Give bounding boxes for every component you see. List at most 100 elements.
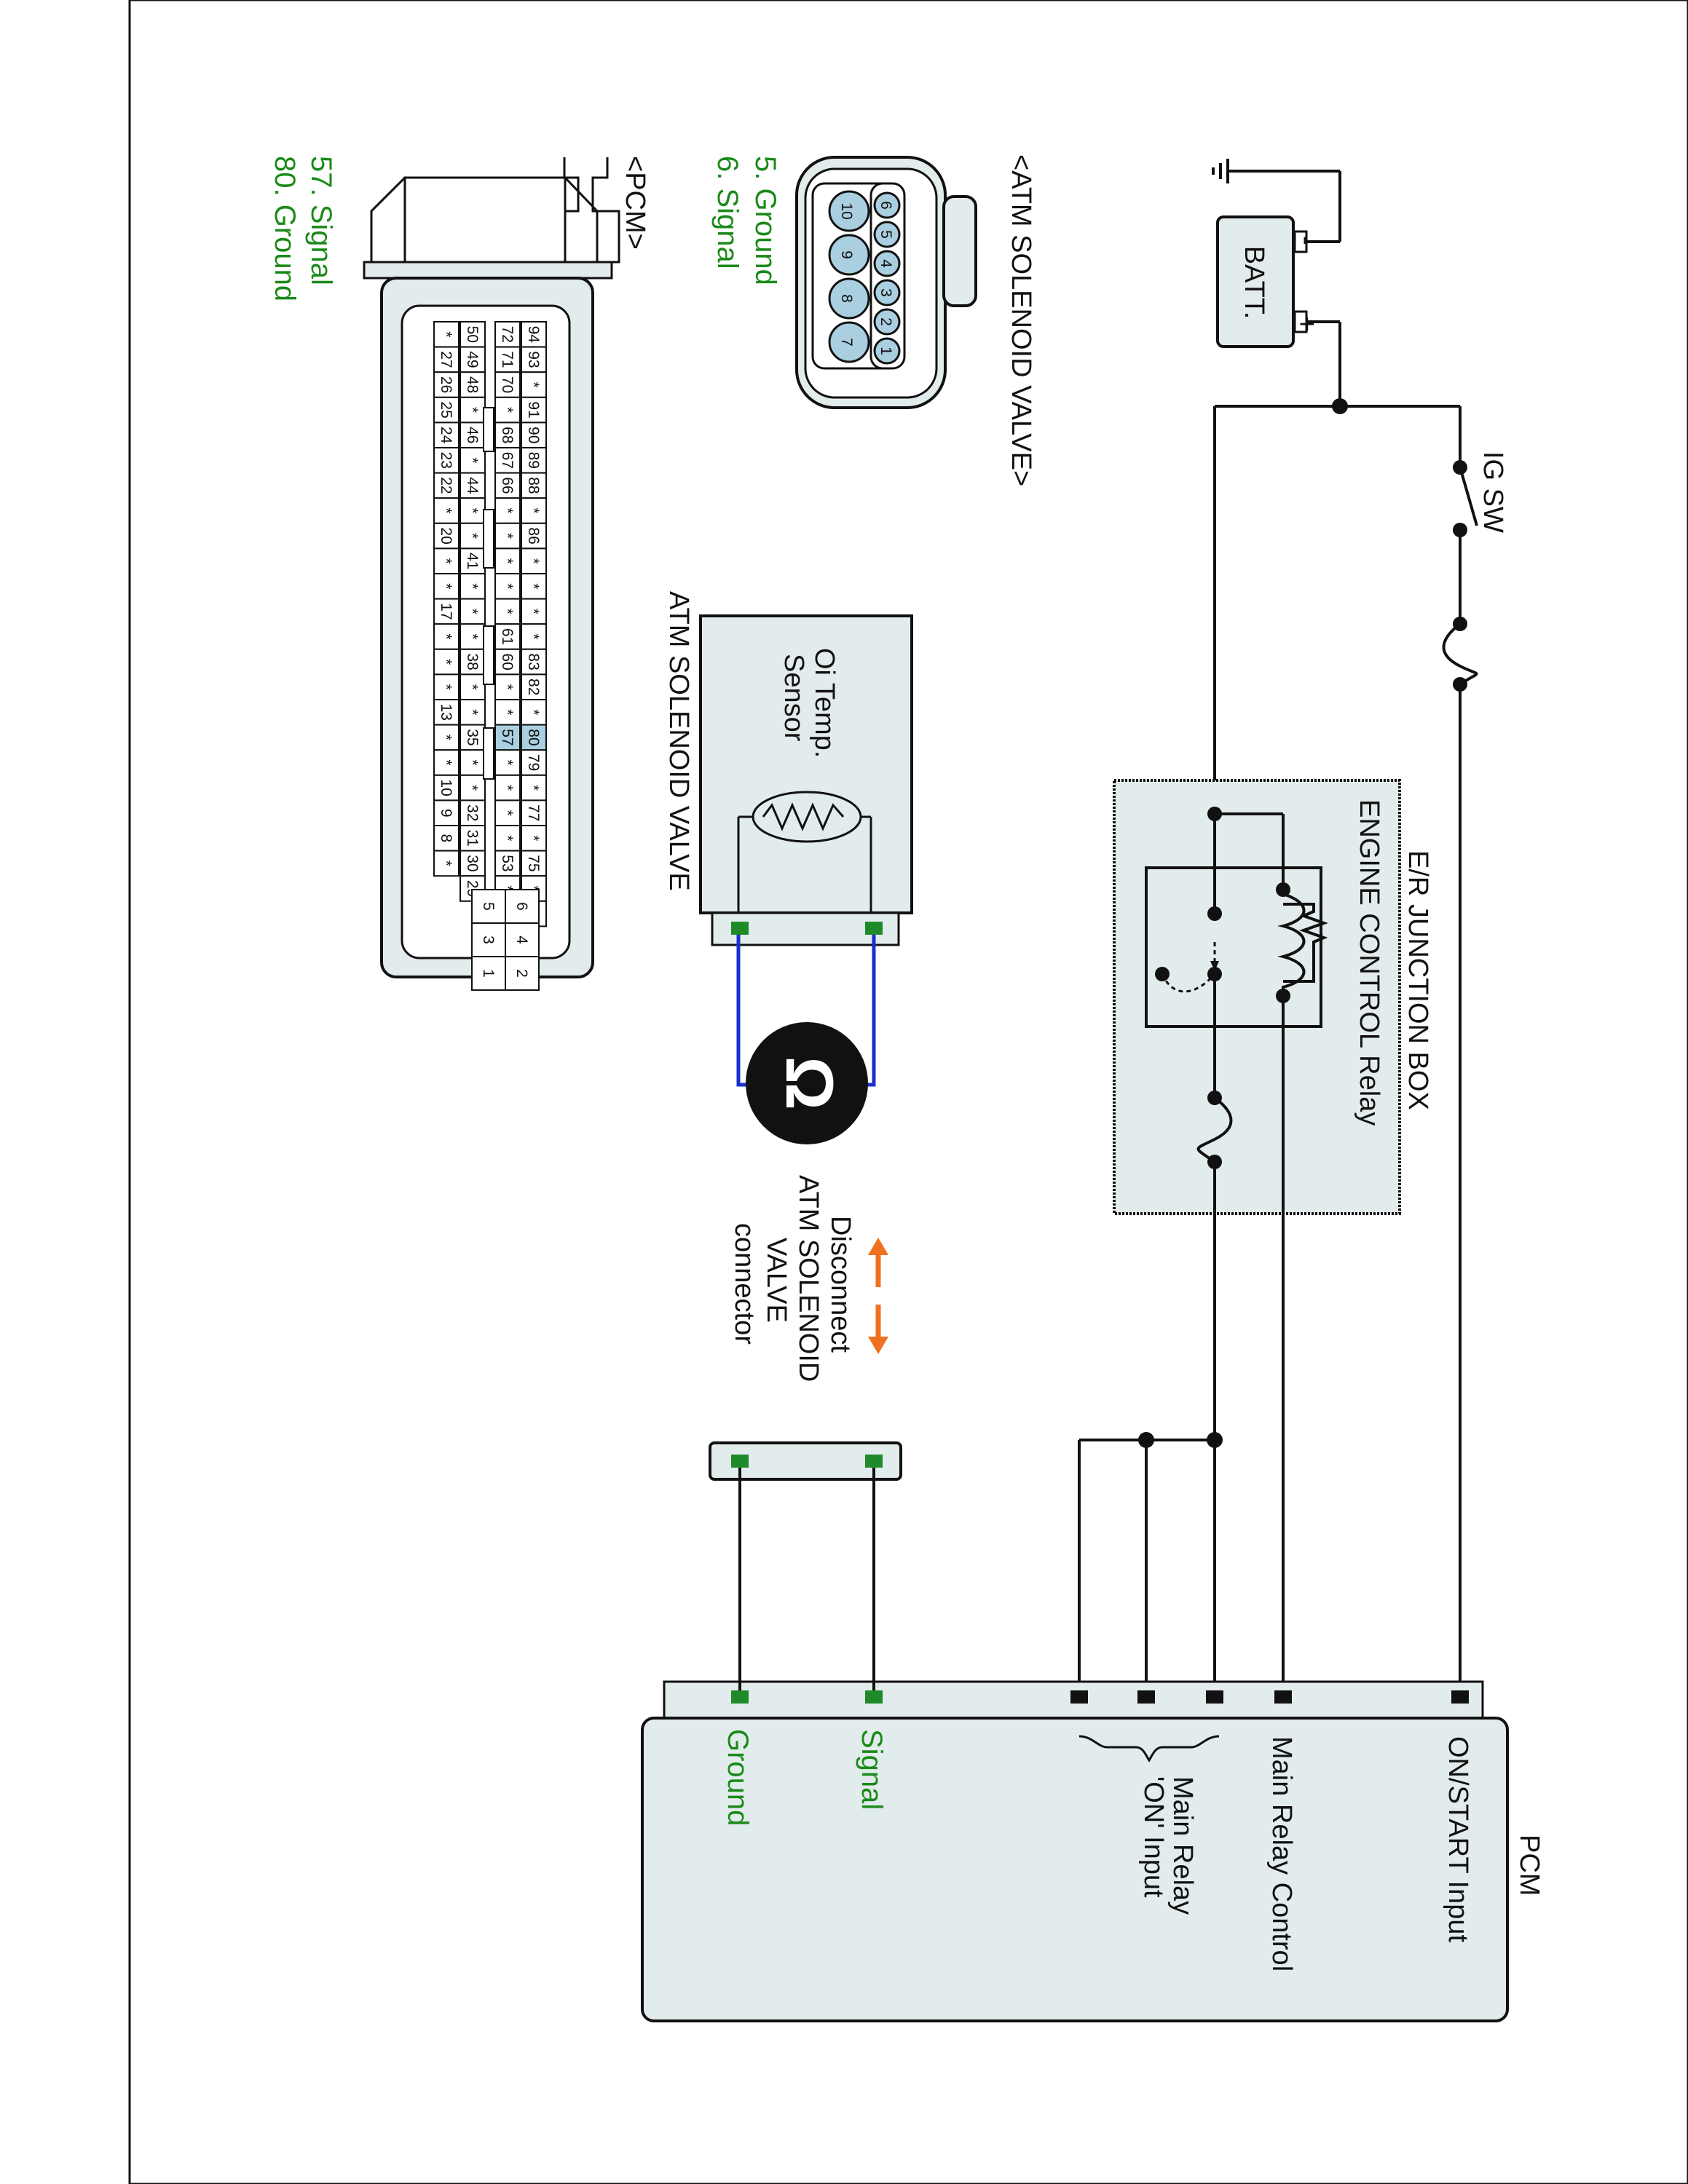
relay-title: ENGINE CONTROL Relay bbox=[1354, 799, 1384, 1125]
pin-label-on-start: ON/START Input bbox=[1443, 1736, 1473, 1942]
pcm-pin: * bbox=[464, 633, 481, 639]
svg-text:9: 9 bbox=[838, 250, 855, 259]
pcm-body bbox=[641, 1717, 1509, 2022]
pin-label-main-relay-on-1: Main Relay bbox=[1167, 1776, 1198, 1915]
pcm-pin: * bbox=[499, 885, 516, 891]
atm-bottom-row: 10 9 8 7 bbox=[828, 190, 870, 363]
pcm-block: PCM ON/START Input Main Relay Control Ma… bbox=[641, 1680, 1545, 2022]
pcm-small-pin: 6 bbox=[513, 902, 530, 911]
pcm-pin: 35 bbox=[464, 729, 481, 745]
pcm-pin: 66 bbox=[499, 477, 516, 494]
pcm-pin: 82 bbox=[525, 678, 542, 695]
pcm-small-pin: 3 bbox=[480, 935, 497, 944]
pcm-pin: 71 bbox=[499, 351, 516, 368]
diagram-body: BATT. - + IG SW bbox=[269, 154, 1545, 2022]
pcm-pin: 10 bbox=[438, 779, 454, 796]
pcm-pin: * bbox=[464, 759, 481, 765]
junction-box: E/R JUNCTION BOX ENGINE CONTROL Relay bbox=[1113, 779, 1433, 1698]
svg-text:5: 5 bbox=[877, 230, 894, 239]
pcm-pin: 49 bbox=[464, 351, 481, 368]
pcm-pin: * bbox=[438, 331, 454, 337]
disconnect-note: Disconnect ATM SOLENOID VALVE connector bbox=[729, 1175, 888, 1382]
pcm-pin: * bbox=[525, 558, 542, 564]
pcm-pin: 90 bbox=[525, 427, 542, 443]
ig-switch-label: IG SW bbox=[1478, 451, 1508, 533]
pcm-pin: 30 bbox=[464, 855, 481, 871]
atm-connector-latch bbox=[942, 195, 977, 307]
pcm-pin: * bbox=[499, 759, 516, 765]
pcm-pin: 24 bbox=[438, 427, 454, 444]
oil-temp-sensor: Oi Temp. Sensor ATM SOLENOID VALVE bbox=[663, 591, 913, 946]
note-line-3: VALVE bbox=[761, 1238, 792, 1323]
ohm-symbol: Ω bbox=[772, 1056, 846, 1110]
sensor-label-1: Oi Temp. bbox=[809, 648, 840, 758]
pcm-pin: 86 bbox=[525, 527, 542, 544]
meter-lead-signal bbox=[867, 935, 876, 1087]
pcm-pin: * bbox=[499, 609, 516, 614]
pcm-pin: 46 bbox=[464, 427, 481, 443]
pcm-pin: * bbox=[499, 533, 516, 539]
pcm-pin: * bbox=[499, 407, 516, 413]
pcm-pin: * bbox=[499, 709, 516, 715]
brace bbox=[1078, 1735, 1220, 1762]
atm-connector-title: <ATM SOLENOID VALVE> bbox=[1006, 154, 1036, 486]
pcm-pin: * bbox=[525, 381, 542, 387]
pcm-pin: * bbox=[464, 533, 481, 539]
pcm-connector-title: <PCM> bbox=[620, 156, 650, 250]
pcm-pin: * bbox=[438, 759, 454, 765]
pcm-pin: 57 bbox=[499, 729, 516, 745]
pcm-pin: 38 bbox=[464, 653, 481, 670]
pin-label-ground: Ground bbox=[722, 1729, 754, 1826]
pcm-pin: 9 bbox=[438, 809, 454, 818]
pcm-pin-grid: 9493*91908988*86****8382*8079*77*75*7372… bbox=[433, 321, 547, 991]
pcm-pin: 88 bbox=[525, 477, 542, 494]
pcm-pin: * bbox=[499, 835, 516, 841]
pcm-pin: * bbox=[499, 507, 516, 513]
battery-plus-label: + bbox=[1291, 316, 1322, 332]
pcm-small-pin: 5 bbox=[480, 902, 497, 911]
pcm-pin: 77 bbox=[525, 804, 542, 821]
note-line-4: connector bbox=[729, 1223, 760, 1345]
pcm-pin: * bbox=[464, 583, 481, 589]
pcm-pin: 17 bbox=[438, 603, 454, 620]
pcm-pin: * bbox=[438, 659, 454, 665]
relay-box bbox=[1145, 866, 1322, 1028]
pcm-pin: 60 bbox=[499, 653, 516, 670]
pcm-pin: * bbox=[438, 684, 454, 690]
pcm-pin: * bbox=[525, 709, 542, 715]
svg-text:8: 8 bbox=[838, 294, 855, 303]
pcm-small-pin: 4 bbox=[513, 935, 530, 944]
pcm-pin57-label: 57. Signal bbox=[305, 156, 337, 285]
pcm-pin: * bbox=[499, 558, 516, 564]
terminal-signal bbox=[865, 1690, 883, 1704]
pcm-pin: * bbox=[464, 609, 481, 614]
pcm-pin: * bbox=[438, 507, 454, 513]
pcm-pin: * bbox=[499, 810, 516, 816]
pcm-pin: 13 bbox=[438, 704, 454, 721]
svg-text:1: 1 bbox=[877, 347, 894, 355]
pcm-pin: 68 bbox=[499, 427, 516, 443]
pcm-pin: * bbox=[525, 885, 542, 891]
pcm-pin: 83 bbox=[525, 653, 542, 670]
terminal-on-start bbox=[1451, 1690, 1469, 1704]
junction-box-title: E/R JUNCTION BOX bbox=[1403, 850, 1433, 1110]
svg-text:6: 6 bbox=[877, 201, 894, 210]
terminal-main-relay-control bbox=[1274, 1690, 1292, 1704]
pcm-pin: 72 bbox=[499, 326, 516, 343]
pcm-pin: * bbox=[438, 633, 454, 639]
pcm-connector-face: 9493*91908988*86****8382*8079*77*75*7372… bbox=[269, 156, 650, 991]
atm-top-row: 6 5 4 3 2 1 bbox=[873, 191, 901, 365]
ig-switch: IG SW bbox=[1453, 406, 1508, 537]
pcm-pin: * bbox=[525, 609, 542, 614]
terminal-relay-on-1 bbox=[1206, 1690, 1223, 1704]
terminal-relay-on-2 bbox=[1137, 1690, 1155, 1704]
atm-pin5-label: 5. Ground bbox=[749, 156, 781, 285]
pcm-pin: 61 bbox=[499, 628, 516, 645]
pcm-pin: * bbox=[464, 709, 481, 715]
pcm-pin: * bbox=[464, 407, 481, 413]
pcm-pin: 31 bbox=[464, 830, 481, 847]
pcm-pin: 22 bbox=[438, 477, 454, 494]
pcm-small-pin: 2 bbox=[513, 969, 530, 978]
svg-text:4: 4 bbox=[877, 259, 894, 268]
